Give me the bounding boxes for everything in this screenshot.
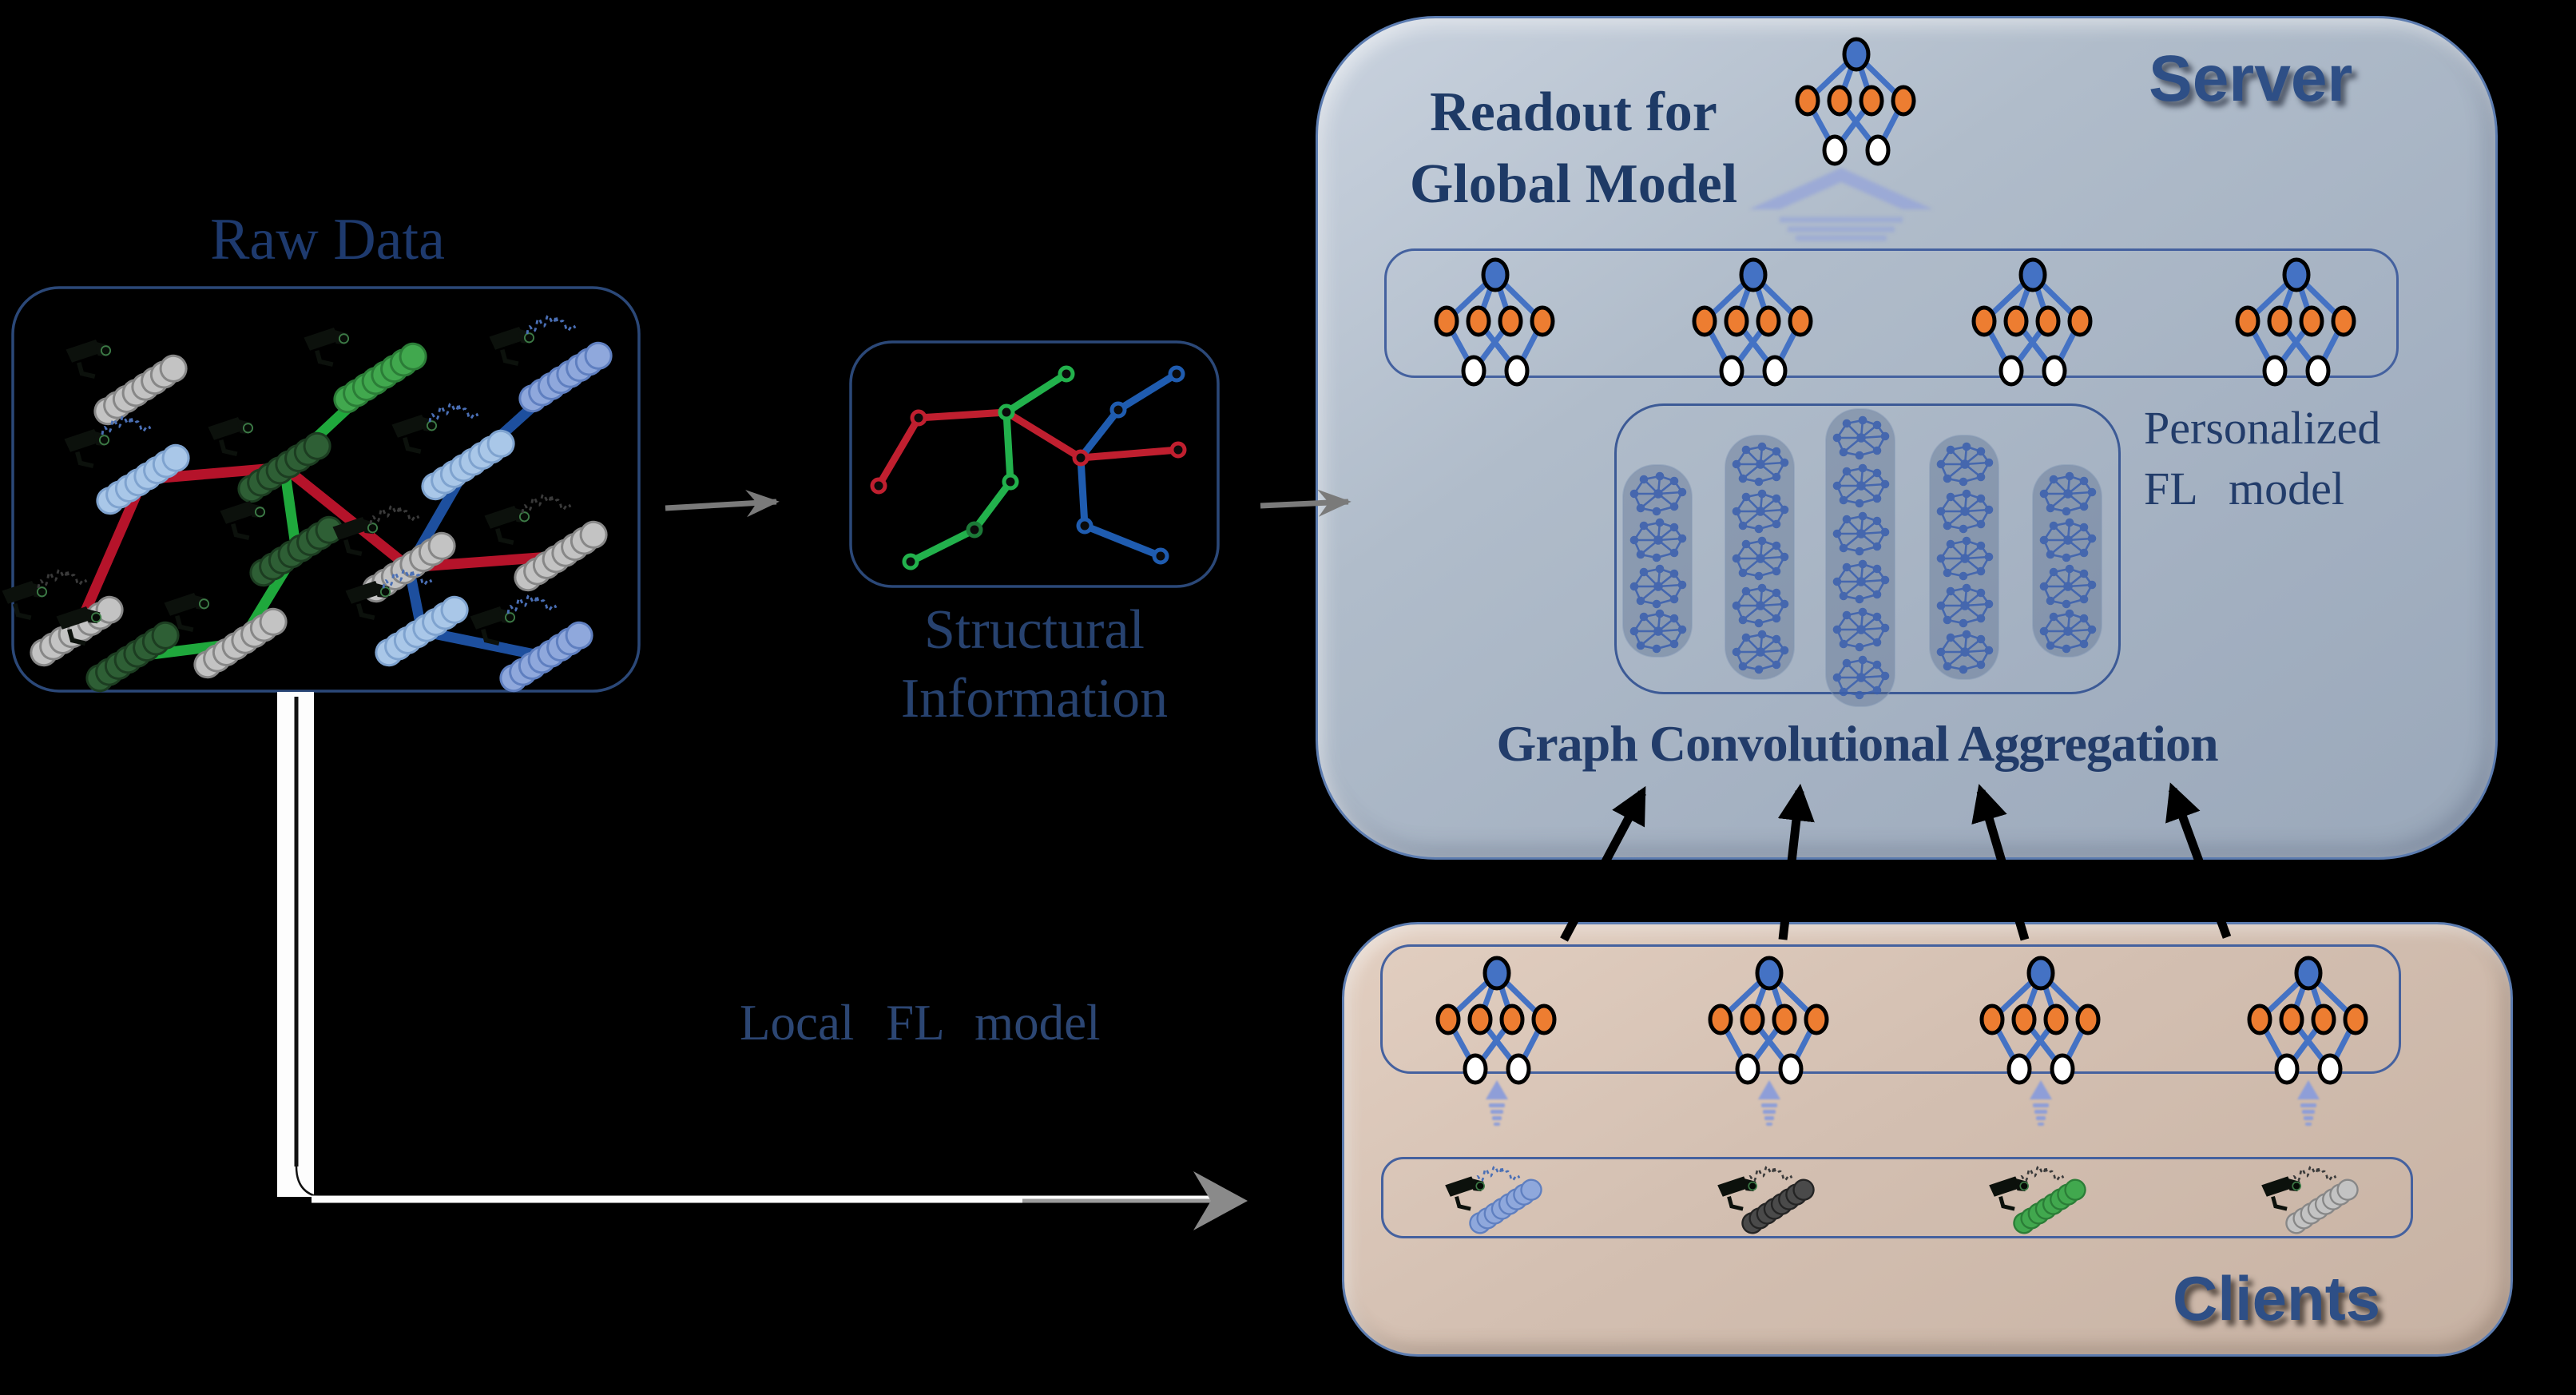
aggregation-arrow: [1777, 783, 1815, 940]
readout-pyramid-icon: [1749, 168, 1933, 241]
client-data-icon: [2261, 1165, 2363, 1238]
signal-waveform-icon: [1746, 1165, 1793, 1185]
readout-line1: Readout for: [1430, 81, 1717, 143]
structural-graph: [870, 365, 1187, 570]
readout-line2: Global Model: [1409, 153, 1738, 215]
personalized-line1: Personalized: [2144, 402, 2381, 454]
local-fl-model-label: Local FL model: [740, 995, 1101, 1051]
structural-info-line1: Structural: [923, 599, 1145, 661]
aggregation-arrow: [1560, 785, 1646, 942]
client-data-icon: [1989, 1165, 2090, 1238]
structural-info-label: Structural Information: [843, 596, 1226, 733]
structural-info-line2: Information: [900, 668, 1169, 729]
local-model-nn-icon: [2249, 958, 2366, 1083]
cctv-camera-icon: [2261, 1176, 2300, 1209]
aggregation-arrows: [1560, 782, 2232, 942]
readout-label: Readout for Global Model: [1382, 77, 1765, 221]
cctv-camera-icon: [1445, 1176, 1484, 1209]
aggregation-arrow: [1971, 784, 2030, 941]
local-model-nn-icon: [1982, 958, 2098, 1083]
structural-info-box: [849, 340, 1220, 588]
clients-title: Clients: [2173, 1263, 2381, 1333]
personalized-model-nn-icon: [1974, 260, 2090, 384]
signal-waveform-icon: [2018, 1165, 2065, 1185]
arrowhead: [1193, 1171, 1248, 1230]
structural-to-server-arrow: [1260, 489, 1352, 517]
upload-arrow-icon: [2297, 1080, 2320, 1126]
server-title: Server: [2149, 42, 2353, 115]
cctv-camera-icon: [1989, 1176, 2028, 1209]
client-data-icon: [1445, 1165, 1546, 1238]
personalized-model-nn-icon: [1436, 260, 1553, 384]
graph-batch-pill: [1929, 435, 1999, 680]
upload-arrow-icon: [1758, 1080, 1780, 1126]
raw-to-clients-arrow: [277, 692, 1248, 1230]
server-panel: [1316, 16, 2498, 860]
signal-waveform-icon: [1474, 1165, 1521, 1185]
upload-arrow-icon: [2030, 1080, 2052, 1126]
clients-model-row-box: [1380, 944, 2401, 1074]
graph-batch-pill: [1725, 435, 1795, 680]
server-model-row-box: [1384, 248, 2399, 378]
raw-data-box: [2, 286, 641, 698]
graph-batch-pill: [1622, 464, 1693, 658]
personalized-model-nn-icon: [1694, 260, 1811, 384]
aggregation-arrow: [2165, 782, 2232, 939]
global-model-nn-icon: [1797, 39, 1914, 164]
graph-convolutional-aggregation-label: Graph Convolutional Aggregation: [1496, 715, 2218, 772]
graph-batch-pill: [2032, 464, 2102, 658]
signal-waveform-icon: [2290, 1165, 2337, 1185]
client-data-icon: [1717, 1165, 1819, 1238]
personalized-model-nn-icon: [2237, 260, 2354, 384]
local-model-nn-icon: [1710, 958, 1827, 1083]
cctv-camera-icon: [1717, 1176, 1756, 1209]
personalized-model-label: Personalized FL model: [2144, 398, 2495, 519]
upload-arrow-icon: [1486, 1080, 1508, 1126]
raw-data-graph: [2, 314, 617, 698]
raw-data-label: Raw Data: [210, 207, 445, 272]
raw-to-structural-arrow: [665, 490, 780, 518]
graph-batch-pills: [1622, 408, 2102, 707]
graph-batch-pill: [1825, 408, 1895, 707]
local-model-nn-icon: [1438, 958, 1554, 1083]
personalized-line2: FL model: [2144, 463, 2345, 515]
clients-data-row-box: [1381, 1157, 2413, 1238]
